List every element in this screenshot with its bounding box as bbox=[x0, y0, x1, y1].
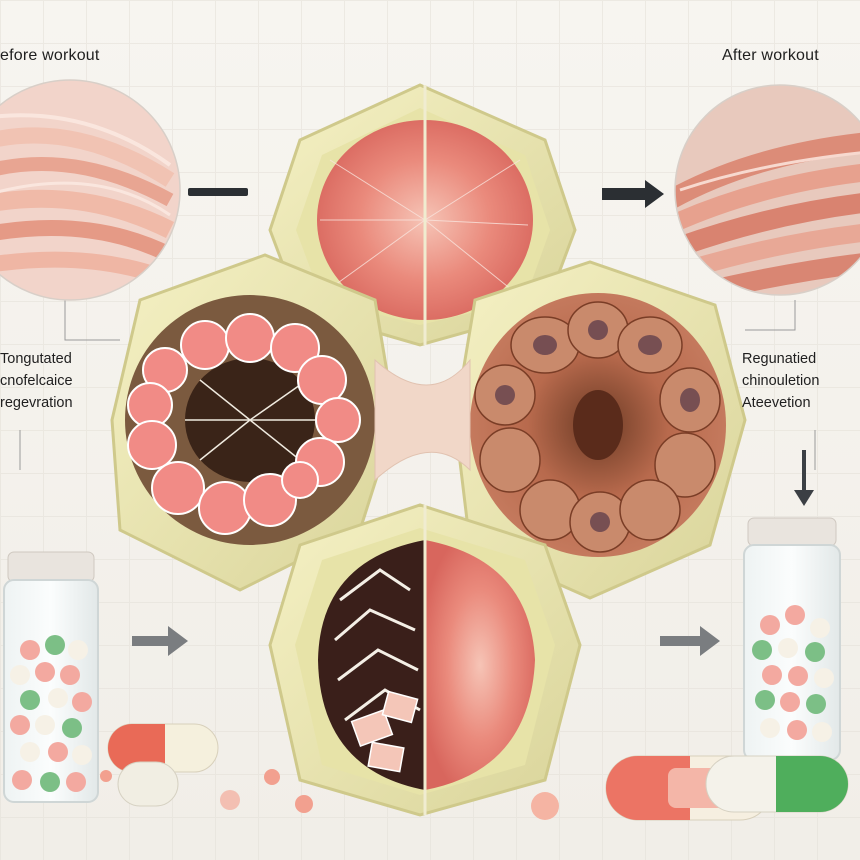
bottom-hexagon bbox=[268, 503, 582, 817]
left-annotation-line: cnofelcaice bbox=[0, 373, 73, 389]
after-fibers-circle bbox=[675, 85, 860, 295]
right-annotation: Regunatied chinouletion Ateevetion bbox=[742, 348, 819, 414]
connector-lines bbox=[19, 300, 816, 470]
middle-right-hexagon bbox=[453, 260, 747, 600]
after-workout-title: After workout bbox=[722, 47, 819, 64]
left-pill-bottle bbox=[3, 551, 99, 803]
right-annotation-line: chinouletion bbox=[742, 373, 820, 389]
right-annotation-line: Regunatied bbox=[742, 351, 817, 367]
loose-pellets bbox=[100, 769, 559, 820]
connective-tissue bbox=[374, 358, 471, 482]
before-fibers-circle bbox=[0, 80, 180, 300]
right-pill-bottle bbox=[743, 517, 841, 761]
middle-left-hexagon bbox=[110, 253, 397, 592]
before-workout-title: efore workout bbox=[0, 47, 100, 64]
capsule-left bbox=[107, 723, 219, 773]
arrow-icons bbox=[132, 180, 814, 656]
left-annotation-line: regevration bbox=[0, 395, 73, 411]
right-annotation-line: Ateevetion bbox=[742, 395, 811, 411]
capsule-right-green bbox=[705, 755, 849, 813]
left-annotation: Tongutated cnofelcaice regevration bbox=[0, 348, 73, 414]
left-annotation-line: Tongutated bbox=[0, 351, 72, 367]
capsule-white bbox=[117, 761, 179, 807]
